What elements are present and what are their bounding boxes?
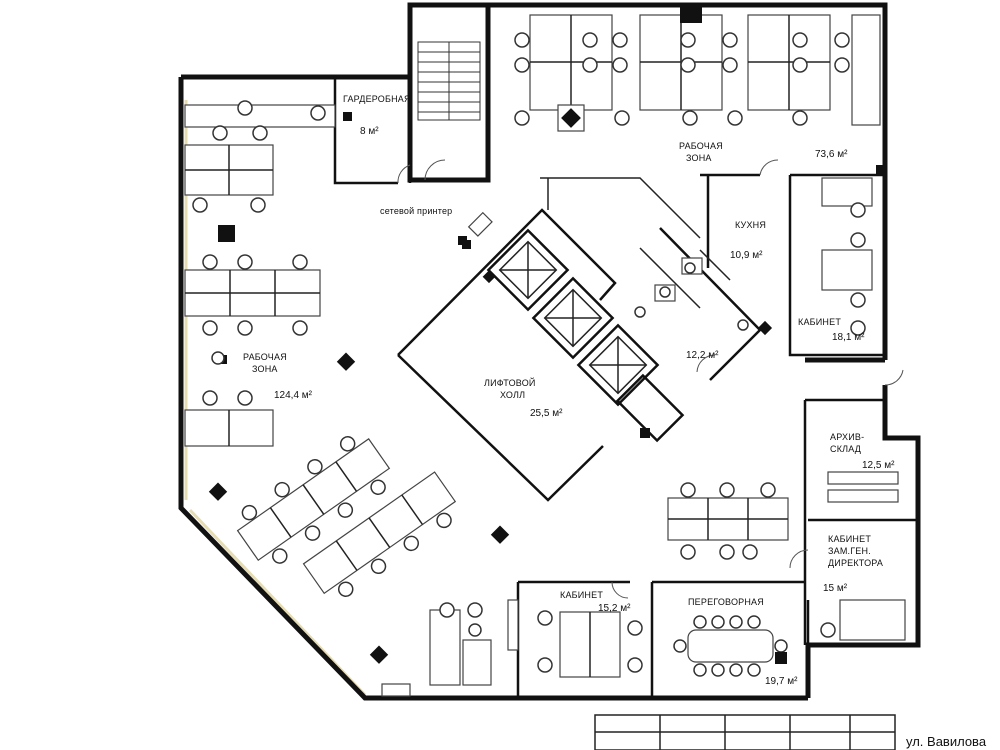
- meeting-area: 19,7 м²: [765, 676, 798, 687]
- printer-icon: [462, 211, 493, 249]
- stair-core: [407, 2, 491, 183]
- elevator-shafts: [482, 228, 685, 443]
- south-office-walls: [507, 580, 805, 698]
- printer-label: сетевой принтер: [380, 206, 452, 216]
- kitchen-area: 10,9 м²: [730, 250, 763, 261]
- north-work-desks: [529, 5, 881, 132]
- deputy-label-3: ДИРЕКТОРА: [828, 558, 883, 568]
- lift-hall-label-2: ХОЛЛ: [500, 390, 525, 400]
- wardrobe-area: 8 м²: [360, 126, 379, 137]
- work-north-area: 73,6 м²: [815, 149, 848, 160]
- wardrobe-label: ГАРДЕРОБНАЯ: [343, 94, 411, 104]
- west-chairs: [192, 100, 326, 406]
- lift-hall-label-1: ЛИФТОВОЙ: [484, 377, 536, 388]
- work-west-label-1: РАБОЧАЯ: [243, 352, 287, 362]
- office-east-label: КАБИНЕТ: [798, 317, 841, 327]
- south-desks: [381, 602, 492, 697]
- wc-area: 12,2 м²: [686, 350, 719, 361]
- work-west-area: 124,4 м²: [274, 390, 313, 401]
- street-label: ул. Вавилова: [906, 734, 987, 749]
- work-north-label-1: РАБОЧАЯ: [679, 141, 723, 151]
- lift-hall: [397, 177, 701, 502]
- kitchen-room: [700, 159, 885, 357]
- columns: [203, 108, 885, 664]
- work-north-label-2: ЗОНА: [686, 153, 712, 163]
- meeting-table: [673, 615, 788, 677]
- kitchen-label: КУХНЯ: [735, 220, 766, 230]
- diagonal-desks: [236, 436, 457, 597]
- lift-hall-area: 25,5 м²: [530, 408, 563, 419]
- office-south-area: 15,2 м²: [598, 603, 631, 614]
- meeting-label: ПЕРЕГОВОРНАЯ: [688, 597, 764, 607]
- archive-shelves: [827, 369, 904, 503]
- office-south-label: КАБИНЕТ: [560, 590, 603, 600]
- wc-block: [634, 227, 773, 381]
- east-office-furniture: [821, 177, 873, 336]
- north-chairs: [514, 32, 850, 126]
- archive-label-1: АРХИВ-: [830, 432, 864, 442]
- deputy-area: 15 м²: [823, 583, 848, 594]
- southeast-desks: [667, 482, 789, 560]
- archive-area: 12,5 м²: [862, 460, 895, 471]
- archive-label-2: СКЛАД: [830, 444, 861, 454]
- street-grid: [594, 714, 896, 750]
- deputy-label-2: ЗАМ.ГЕН.: [828, 546, 871, 556]
- west-work-desks: [184, 104, 336, 447]
- deputy-office: [789, 549, 906, 641]
- work-west-label-2: ЗОНА: [252, 364, 278, 374]
- office-east-area: 18,1 м²: [832, 332, 865, 343]
- deputy-label-1: КАБИНЕТ: [828, 534, 871, 544]
- room-labels: ГАРДЕРОБНАЯ 8 м² РАБОЧАЯ ЗОНА 73,6 м² се…: [243, 94, 987, 749]
